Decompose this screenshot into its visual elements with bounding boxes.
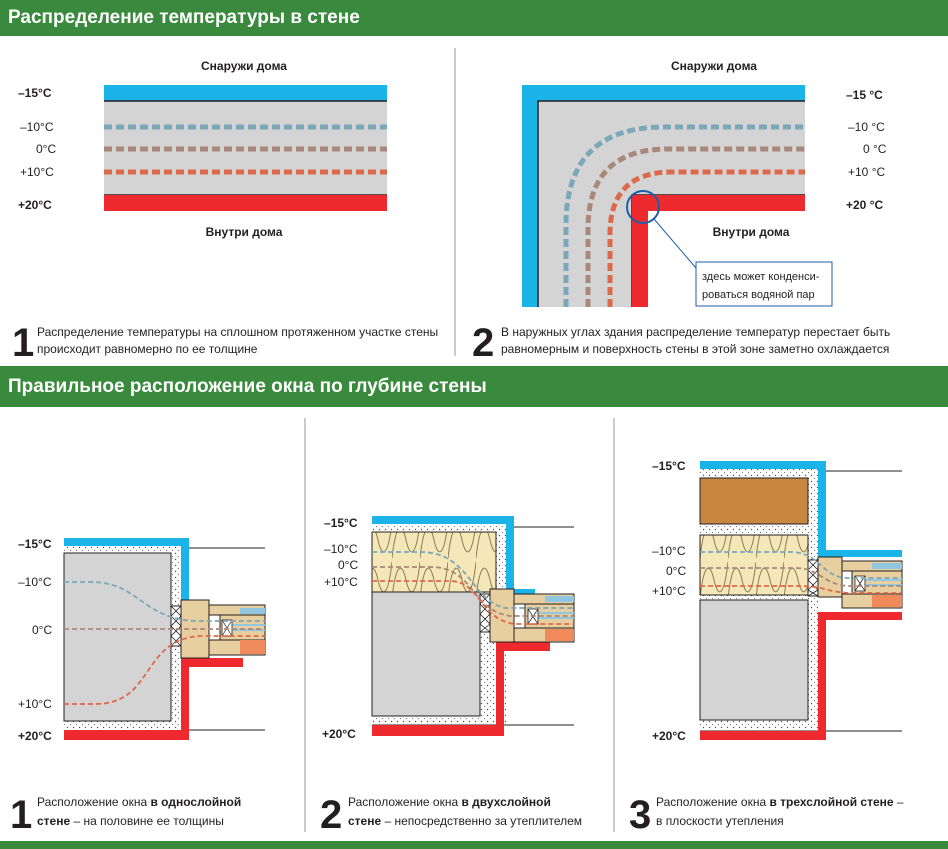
isotherm-plus10 (607, 169, 805, 307)
callout-leader (653, 218, 697, 269)
wall-body (699, 599, 809, 721)
section2-title: Правильное расположение окна по глубине … (8, 375, 487, 397)
isotherm-minus10 (700, 551, 902, 579)
temp-label: –15°C (324, 516, 358, 530)
temp-label: +10°C (652, 584, 686, 598)
isotherm-plus10 (372, 580, 574, 625)
callout-text: здесь может конденси- (702, 271, 820, 283)
caption-bold: в трехслойной стене (769, 795, 893, 809)
temp-label: 0°C (32, 623, 52, 637)
cold-surface (64, 538, 209, 605)
temp-label: –10°C (20, 120, 54, 134)
temp-label: +20°C (652, 729, 686, 743)
panel-number: 2 (472, 321, 494, 365)
caption-bold: стене (348, 814, 381, 828)
temp-label: –15°C (18, 86, 52, 100)
temp-label: +20 °C (846, 198, 883, 212)
bottom-band (0, 841, 948, 849)
cold-surface (104, 85, 387, 101)
temp-label: 0°C (666, 564, 686, 578)
caption-bold: в однослойной (150, 795, 241, 809)
caption-line: Расположение окна в двухслойной (348, 795, 551, 809)
isotherm-0 (585, 146, 805, 307)
single-layer-wall-diagram (63, 538, 266, 740)
caption-line: Расположение окна в однослойной (37, 795, 241, 809)
flat-wall-diagram (104, 85, 387, 211)
panel-number: 1 (10, 793, 32, 837)
section1-title: Распределение температуры в стене (8, 7, 360, 28)
inside-label: Внутри дома (713, 225, 790, 239)
caption-bold: стене (37, 814, 70, 828)
two-layer-wall-diagram (371, 516, 575, 736)
isotherm-0 (372, 566, 574, 617)
temp-label: +20°C (18, 729, 52, 743)
corner-wall-diagram (522, 85, 833, 307)
temp-label: +20°C (18, 198, 52, 212)
temp-label: –10°C (324, 542, 358, 556)
temp-label: +10 °C (848, 165, 885, 179)
caption-line: в плоскости утепления (656, 814, 784, 828)
caption-pre: Расположение окна (656, 795, 769, 809)
insulation-layer (699, 534, 809, 596)
caption-bold: в двухслойной (461, 795, 550, 809)
caption-line: В наружных углах здания распределение те… (501, 325, 890, 339)
isotherm-plus10 (64, 635, 265, 705)
wall-body (63, 552, 172, 722)
section1-title-band: Распределение температуры в стене (0, 0, 948, 36)
temp-label: 0°C (338, 558, 358, 572)
caption-line: Распределение температуры на сплошном пр… (37, 325, 438, 339)
wall-body (371, 591, 481, 717)
temp-label: +10°C (20, 165, 54, 179)
temp-label: –10 °C (848, 120, 885, 134)
isotherm-minus10 (64, 581, 265, 622)
temp-label: 0°C (36, 142, 56, 156)
wall-body (538, 101, 805, 307)
outside-label: Снаружи дома (671, 59, 757, 73)
caption-line: стене – на половине ее толщины (37, 814, 224, 828)
panel-number: 3 (629, 793, 651, 837)
three-layer-wall-diagram (699, 461, 903, 740)
temp-label: –15°C (18, 537, 52, 551)
warm-surface (372, 642, 550, 736)
isotherm-minus10 (563, 124, 805, 307)
brick-layer (699, 477, 809, 525)
callout-text: роваться водяной пар (702, 289, 815, 301)
caption-line: равномерным и поверхность стены в этой з… (501, 342, 889, 356)
caption-post: – (894, 795, 904, 809)
temp-label: –15°C (652, 459, 686, 473)
outside-label: Снаружи дома (201, 59, 287, 73)
caption-line: происходит равномерно по ее толщине (37, 342, 258, 356)
isotherm-plus10 (700, 585, 902, 594)
isotherm-0 (700, 567, 902, 587)
caption-pre: Расположение окна (348, 795, 461, 809)
temp-label: –10°C (18, 575, 52, 589)
inside-label: Внутри дома (206, 225, 283, 239)
temp-label: +10°C (18, 697, 52, 711)
warm-surface (64, 658, 243, 740)
warm-surface (104, 195, 387, 211)
warm-surface (632, 195, 805, 307)
temp-label: –15 °C (846, 88, 883, 102)
caption-post: – непосредственно за утеплителем (381, 814, 582, 828)
panel-number: 1 (12, 321, 34, 365)
panel-number: 2 (320, 793, 342, 837)
condensation-circle (626, 190, 660, 224)
isotherm-minus10 (372, 551, 574, 609)
section2-title-band: Правильное расположение окна по глубине … (0, 366, 948, 407)
caption-pre: Расположение окна (37, 795, 150, 809)
caption-line: Расположение окна в трехслойной стене – (656, 795, 904, 809)
temp-label: 0 °C (863, 142, 887, 156)
insulation-layer (371, 531, 497, 593)
cold-surface (372, 516, 535, 594)
temp-label: –10°C (652, 544, 686, 558)
temp-label: +20°C (322, 727, 356, 741)
caption-line: стене – непосредственно за утеплителем (348, 814, 582, 828)
callout-box (695, 261, 833, 307)
caption-post: – на половине ее толщины (70, 814, 224, 828)
temp-label: +10°C (324, 575, 358, 589)
